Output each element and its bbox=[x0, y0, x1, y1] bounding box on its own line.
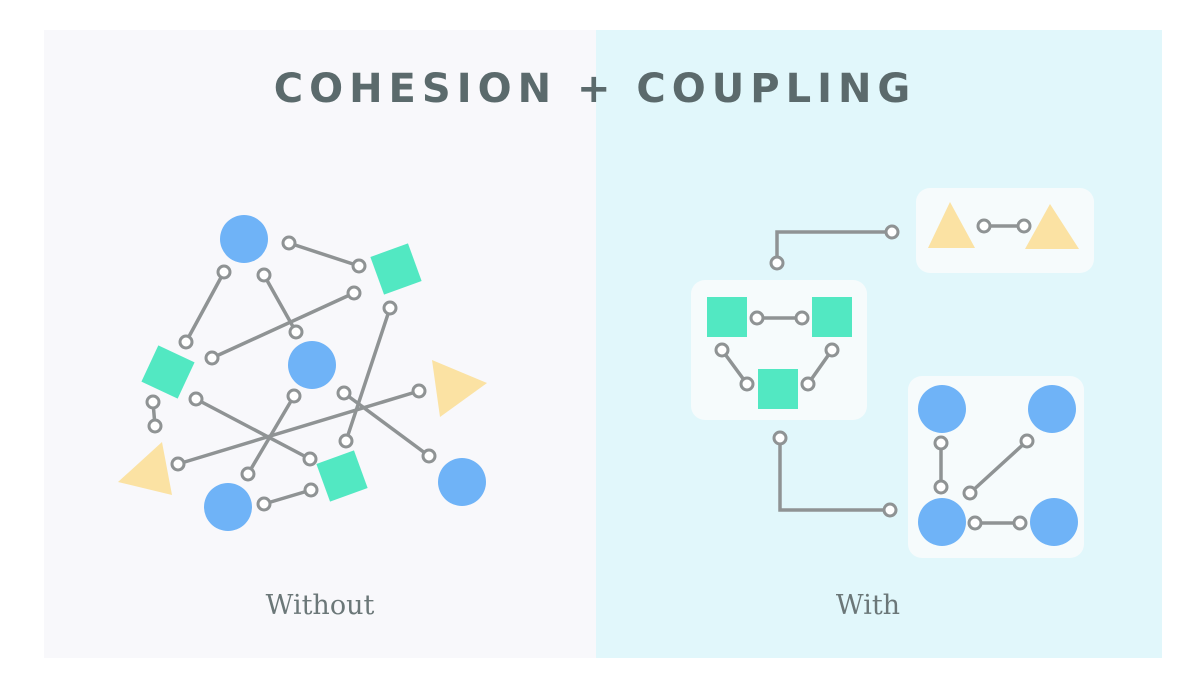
connector-line bbox=[184, 270, 226, 344]
without-caption: Without bbox=[265, 590, 375, 621]
with-panel bbox=[596, 30, 1162, 658]
connector-line bbox=[262, 488, 313, 506]
connector-endpoint-icon bbox=[336, 385, 352, 401]
connector-endpoint-icon bbox=[240, 466, 256, 482]
connector-line bbox=[176, 389, 421, 466]
connector-line bbox=[342, 391, 431, 458]
connector-endpoint-icon bbox=[188, 391, 204, 407]
triangle-node-icon bbox=[432, 360, 487, 417]
square-node-icon bbox=[370, 243, 422, 295]
connector-endpoint-icon bbox=[147, 418, 163, 434]
connector-endpoint-icon bbox=[421, 448, 437, 464]
connector-endpoint-icon bbox=[749, 310, 765, 326]
connector-endpoint-icon bbox=[288, 324, 304, 340]
connector-endpoint-icon bbox=[824, 342, 840, 358]
connector-endpoint-icon bbox=[1019, 433, 1035, 449]
connector-endpoint-icon bbox=[884, 224, 900, 240]
connector-endpoint-icon bbox=[933, 435, 949, 451]
connector-endpoint-icon bbox=[714, 342, 730, 358]
connector-endpoint-icon bbox=[976, 218, 992, 234]
connector-endpoint-icon bbox=[351, 258, 367, 274]
connector-endpoint-icon bbox=[794, 310, 810, 326]
connector-endpoint-icon bbox=[145, 394, 161, 410]
node-shapes bbox=[118, 202, 1079, 546]
connector-endpoint-icon bbox=[1016, 218, 1032, 234]
square-node-icon bbox=[812, 297, 852, 337]
connector-endpoint-icon bbox=[178, 334, 194, 350]
square-node-icon bbox=[707, 297, 747, 337]
connector-line bbox=[210, 291, 356, 360]
circle-node-icon bbox=[438, 458, 486, 506]
connector-endpoint-icon bbox=[204, 350, 220, 366]
circle-node-icon bbox=[220, 215, 268, 263]
with-caption: With bbox=[835, 590, 901, 621]
connector-endpoint-icon bbox=[256, 496, 272, 512]
connector-endpoint-icon bbox=[967, 515, 983, 531]
triangle-node-icon bbox=[1025, 204, 1079, 249]
connector-line bbox=[194, 397, 312, 461]
connector-endpoint-icon bbox=[772, 430, 788, 446]
connector-line bbox=[778, 436, 892, 512]
connector-endpoint-icon bbox=[338, 433, 354, 449]
connector-lines bbox=[151, 224, 1029, 525]
circle-node-icon bbox=[918, 498, 966, 546]
connector-line bbox=[344, 306, 392, 443]
square-node-icon bbox=[758, 369, 798, 409]
connector-endpoint-icon bbox=[769, 255, 785, 271]
connector-line bbox=[968, 439, 1029, 495]
square-node-icon bbox=[316, 450, 368, 502]
connector-endpoint-icon bbox=[216, 264, 232, 280]
circle-node-icon bbox=[1030, 498, 1078, 546]
square-node-icon bbox=[141, 345, 195, 399]
connector-line bbox=[287, 241, 361, 268]
connector-endpoint-icon bbox=[170, 456, 186, 472]
connector-endpoint-icon bbox=[411, 383, 427, 399]
connector-endpoint-icon bbox=[382, 300, 398, 316]
connector-endpoint-icon bbox=[933, 479, 949, 495]
connector-endpoint-icon bbox=[882, 502, 898, 518]
page-title: COHESION + COUPLING bbox=[273, 66, 917, 112]
triangle-node-icon bbox=[118, 442, 172, 495]
triangle-node-icon bbox=[928, 202, 975, 248]
connector-endpoint-icon bbox=[281, 235, 297, 251]
connector-endpoint-icon bbox=[800, 376, 816, 392]
connector-endpoint-icon bbox=[256, 267, 272, 283]
circle-node-icon bbox=[918, 385, 966, 433]
connector-endpoint-icon bbox=[286, 388, 302, 404]
connector-endpoint-icon bbox=[1012, 515, 1028, 531]
connector-endpoint-icon bbox=[303, 482, 319, 498]
circle-node-icon bbox=[288, 341, 336, 389]
connector-endpoint-icon bbox=[739, 376, 755, 392]
connector-endpoints bbox=[145, 218, 1035, 531]
connector-endpoint-icon bbox=[346, 285, 362, 301]
connector-line bbox=[775, 230, 894, 265]
circle-node-icon bbox=[204, 483, 252, 531]
connector-endpoint-icon bbox=[302, 451, 318, 467]
connector-endpoint-icon bbox=[962, 485, 978, 501]
circle-node-icon bbox=[1028, 385, 1076, 433]
